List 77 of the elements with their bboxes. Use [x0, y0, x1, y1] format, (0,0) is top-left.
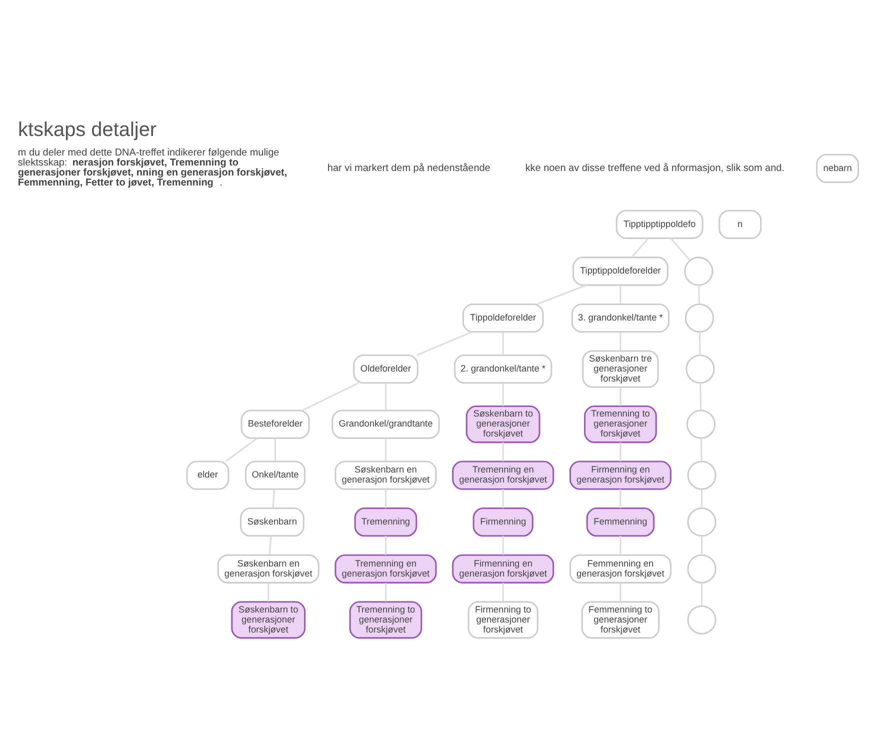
label: har vi markert dem på nedenstående — [327, 163, 490, 174]
node-box: Firmenning en generasjon forskjøvet — [452, 554, 554, 584]
node-box: Tremenning en generasjon forskjøvet — [334, 554, 437, 584]
node-box: Besteforelder — [240, 410, 310, 439]
node-box: Tipptippoldeforelder — [572, 256, 668, 286]
connector — [620, 285, 622, 304]
node-box: Grandonkel/grandtante — [332, 410, 440, 439]
node-box: Onkel/tante — [244, 460, 306, 490]
node-box: Femmenning to generasjoner forskjøvet — [581, 601, 660, 639]
connector — [502, 582, 504, 602]
node-circle — [687, 554, 716, 584]
node-box: Firmenning en generasjon forskjøvet — [569, 460, 672, 490]
diagram-title: ktskaps detaljer — [18, 119, 157, 142]
node-box: Tremenning to generasjoner forskjøvet — [349, 601, 422, 639]
connector — [701, 489, 703, 508]
connector — [700, 383, 702, 410]
connector — [302, 382, 360, 412]
node-box: Søskenbarn en generasjon forskjøvet — [334, 460, 437, 490]
connector — [700, 438, 702, 462]
connector — [384, 383, 386, 410]
connector — [620, 387, 622, 406]
node-box: 3. grandonkel/tante * — [571, 303, 670, 333]
connector — [670, 238, 690, 261]
node-box: Søskenbarn to generasjoner forskjøvet — [231, 601, 306, 639]
connector — [620, 489, 622, 508]
connector — [502, 489, 504, 508]
connector — [502, 536, 504, 555]
node-box: Tippoldeforelder — [462, 303, 544, 333]
connector — [698, 285, 700, 304]
connector — [701, 536, 703, 555]
connector — [384, 582, 386, 602]
node-circle — [684, 303, 714, 333]
connector — [268, 536, 272, 555]
connector — [502, 442, 504, 462]
connector — [225, 438, 258, 462]
connector — [620, 442, 622, 462]
node-circle — [686, 354, 715, 384]
node-circle — [687, 460, 716, 490]
node-box: nebarn — [816, 154, 860, 184]
connector — [384, 536, 386, 555]
node-box: Firmenning — [472, 508, 534, 537]
connector — [502, 383, 504, 406]
node-box: Søskenbarn — [240, 508, 304, 537]
node-box: Femmenning en generasjon forskjøvet — [569, 554, 672, 584]
node-circle — [684, 256, 714, 286]
connector — [274, 438, 276, 462]
node-circle — [686, 410, 716, 439]
node-box: n — [718, 210, 762, 240]
connector — [416, 331, 472, 356]
connector — [502, 332, 504, 355]
label: kke noen av disse treffene ved å nformasjon, slik som and. — [525, 163, 784, 174]
connector — [620, 332, 622, 351]
node-box: Søskenbarn en generasjon forskjøvet — [217, 554, 320, 584]
node-box: Tipptipptippoldefo — [616, 210, 704, 240]
node-box: Firmenning to generasjoner forskjøvet — [468, 601, 538, 639]
connector — [698, 332, 701, 356]
connector — [701, 582, 703, 606]
node-box: elder — [186, 460, 230, 490]
node-box: Søskenbarn tre generasjoner forskjøvet — [582, 350, 659, 388]
connector — [620, 582, 622, 602]
connector — [536, 284, 587, 305]
node-box: 2. grandonkel/tante * — [454, 354, 552, 384]
node-box: Tremenning — [354, 508, 418, 537]
node-box: Femmenning — [586, 508, 655, 537]
connector — [268, 582, 270, 602]
connector — [384, 438, 386, 462]
node-box: Oldeforelder — [353, 354, 418, 384]
node-box: Søskenbarn to generasjoner forskjøvet — [466, 406, 540, 444]
label: m du deler med dette DNA-treffet indikerer følgende mulige slektsskap: nerasjon forskjøvet, Tremenning to generasjoner forskjøvet, nning en generasjon forskjøvet, Femmenning, Fetter to jøvet, Tremenning. — [18, 148, 288, 189]
connector — [620, 536, 622, 555]
node-box: Tremenning en generasjon forskjøvet — [452, 460, 554, 490]
node-circle — [687, 605, 716, 634]
connector — [384, 489, 386, 508]
node-circle — [687, 508, 716, 537]
connector — [272, 489, 276, 508]
connector — [631, 238, 649, 258]
node-box: Tremenning to generasjoner forskjøvet — [584, 406, 657, 444]
